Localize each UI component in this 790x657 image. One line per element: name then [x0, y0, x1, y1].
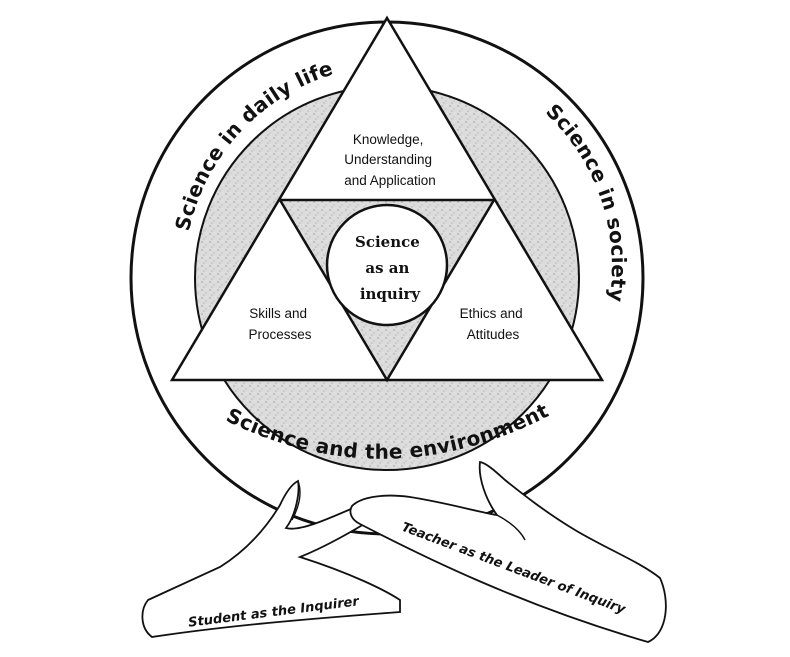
- center-label: Science as an inquiry: [355, 233, 425, 303]
- teacher-hand: [349, 460, 667, 643]
- teacher-finger-detail: [496, 514, 526, 541]
- center-circle: [325, 203, 449, 327]
- student-finger-detail: [291, 480, 301, 521]
- label-knowledge: Knowledge, Understanding and Application: [344, 132, 436, 188]
- label-skills: Skills and Processes: [248, 306, 311, 342]
- label-ethics: Ethics and Attitudes: [460, 306, 527, 342]
